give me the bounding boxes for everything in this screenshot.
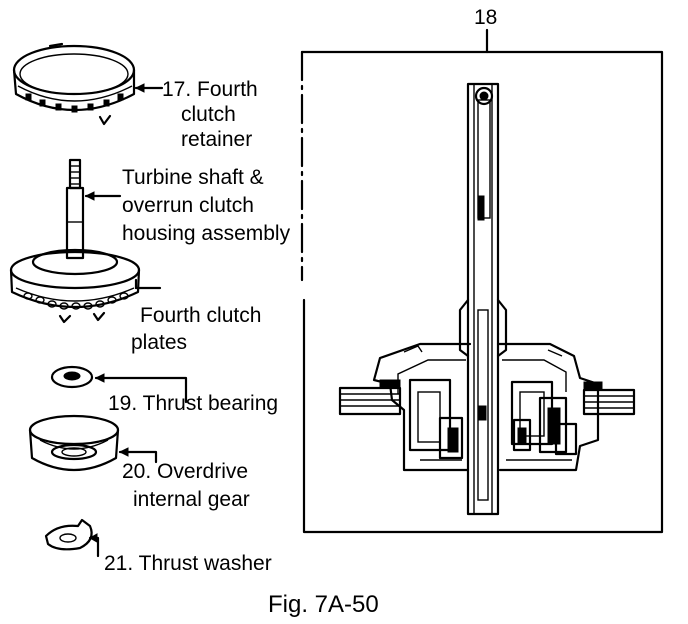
callout-18: 18	[474, 6, 497, 29]
thrust-washer-drawing	[44, 518, 93, 551]
label-17-line1: 17. Fourth	[162, 78, 258, 101]
leader-19	[94, 376, 188, 404]
label-20-line2: internal gear	[133, 488, 250, 511]
fourth-clutch-retainer-drawing	[12, 42, 136, 126]
label-turbine-line1: Turbine shaft &	[122, 166, 264, 189]
leader-20	[118, 450, 158, 464]
figure-caption: Fig. 7A-50	[268, 591, 379, 618]
label-fourth-plates-line1: Fourth clutch	[140, 304, 261, 327]
label-19: 19. Thrust bearing	[108, 392, 278, 415]
label-17-line2: clutch	[181, 103, 236, 126]
assembly-bracket	[300, 50, 664, 534]
label-turbine-line3: housing assembly	[122, 222, 291, 245]
assembly-18-drawing	[338, 82, 636, 516]
label-20-line1: 20. Overdrive	[122, 460, 248, 483]
label-turbine-line2: overrun clutch	[122, 194, 254, 217]
overdrive-internal-gear-drawing	[28, 414, 120, 472]
turbine-shaft-housing-drawing	[9, 158, 141, 324]
label-21: 21. Thrust washer	[104, 552, 272, 575]
label-fourth-plates-line2: plates	[131, 331, 187, 354]
thrust-bearing-drawing	[50, 365, 94, 389]
label-17-line3: retainer	[181, 128, 252, 151]
